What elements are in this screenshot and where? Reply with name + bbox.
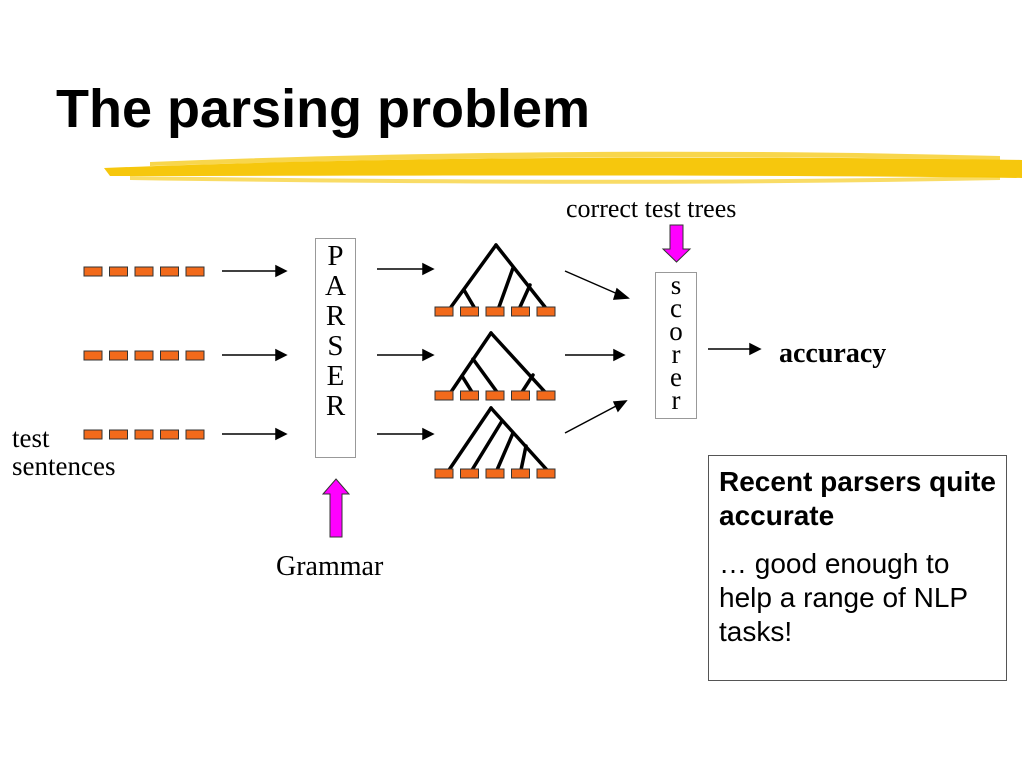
word-block <box>109 429 128 440</box>
test-label-line1: test <box>12 423 50 453</box>
correct-test-trees-label: correct test trees <box>566 194 737 223</box>
test-sentences-label: test sentences <box>12 424 115 480</box>
arrow-parser-tree2 <box>377 348 435 362</box>
leaf-word-block <box>460 390 479 401</box>
callout-body: … good enough to help a range of NLP tas… <box>719 548 968 647</box>
correct-trees-arrow <box>661 224 692 263</box>
parser-letter: A <box>325 270 346 302</box>
leaf-word-block <box>460 306 479 317</box>
leaf-word-block <box>434 306 454 317</box>
leaf-word-block <box>511 306 530 317</box>
parser-letter: S <box>327 330 344 362</box>
arrow-sentence3-parser <box>222 427 288 441</box>
arrow-parser-tree3 <box>377 427 435 441</box>
scorer-box: s c o r e r <box>655 272 697 419</box>
leaf-word-block <box>536 306 556 317</box>
parser-letter: E <box>326 360 345 392</box>
word-block <box>185 266 205 277</box>
parser-letter: R <box>325 390 346 422</box>
arrow-tree2-scorer <box>565 348 626 362</box>
scorer-letter: c <box>670 293 682 323</box>
leaf-word-block <box>434 390 454 401</box>
parse-tree-2 <box>449 331 547 394</box>
callout-heading: Recent parsers quite accurate <box>719 466 996 531</box>
parse-tree-1 <box>449 243 547 309</box>
leaf-word-block <box>485 468 505 479</box>
scorer-letter: s <box>670 270 682 300</box>
slide-title: The parsing problem <box>56 79 591 139</box>
word-block <box>185 429 205 440</box>
grammar-arrow <box>321 478 351 538</box>
test-label-line2: sentences <box>12 451 116 481</box>
test-sentences <box>83 266 205 440</box>
arrow-tree1-scorer <box>564 270 630 300</box>
leaf-word-block <box>511 468 530 479</box>
word-block <box>83 350 103 361</box>
word-block <box>83 266 103 277</box>
title-highlight <box>104 151 1022 184</box>
callout-box: Recent parsers quite accurate … good eno… <box>708 455 1007 681</box>
scorer-letter: e <box>670 362 682 392</box>
word-block <box>134 350 154 361</box>
word-block <box>109 266 128 277</box>
grammar-label: Grammar <box>276 551 384 582</box>
word-block <box>83 429 103 440</box>
word-block <box>109 350 128 361</box>
parser-letter: R <box>325 300 346 332</box>
word-block <box>134 266 154 277</box>
leaf-word-block <box>485 390 505 401</box>
word-block <box>160 350 179 361</box>
scorer-letter: r <box>671 339 681 369</box>
arrow-parser-tree1 <box>377 262 435 276</box>
arrow-sentence1-parser <box>222 264 288 278</box>
scorer-letter: o <box>669 316 683 346</box>
scorer-letter: r <box>671 385 681 415</box>
leaf-word-block <box>460 468 479 479</box>
leaf-word-block <box>511 390 530 401</box>
tree-leaves <box>434 306 556 479</box>
leaf-word-block <box>434 468 454 479</box>
arrow-scorer-accuracy <box>708 342 762 356</box>
word-block <box>160 429 179 440</box>
parser-box: P A R S E R <box>315 238 356 458</box>
arrow-sentence2-parser <box>222 348 288 362</box>
word-block <box>134 429 154 440</box>
word-block <box>160 266 179 277</box>
parser-letter: P <box>327 240 344 272</box>
arrow-tree3-scorer <box>564 400 628 434</box>
parse-tree-3 <box>447 406 549 472</box>
leaf-word-block <box>485 306 505 317</box>
word-block <box>185 350 205 361</box>
leaf-word-block <box>536 390 556 401</box>
accuracy-label: accuracy <box>779 338 887 369</box>
leaf-word-block <box>536 468 556 479</box>
